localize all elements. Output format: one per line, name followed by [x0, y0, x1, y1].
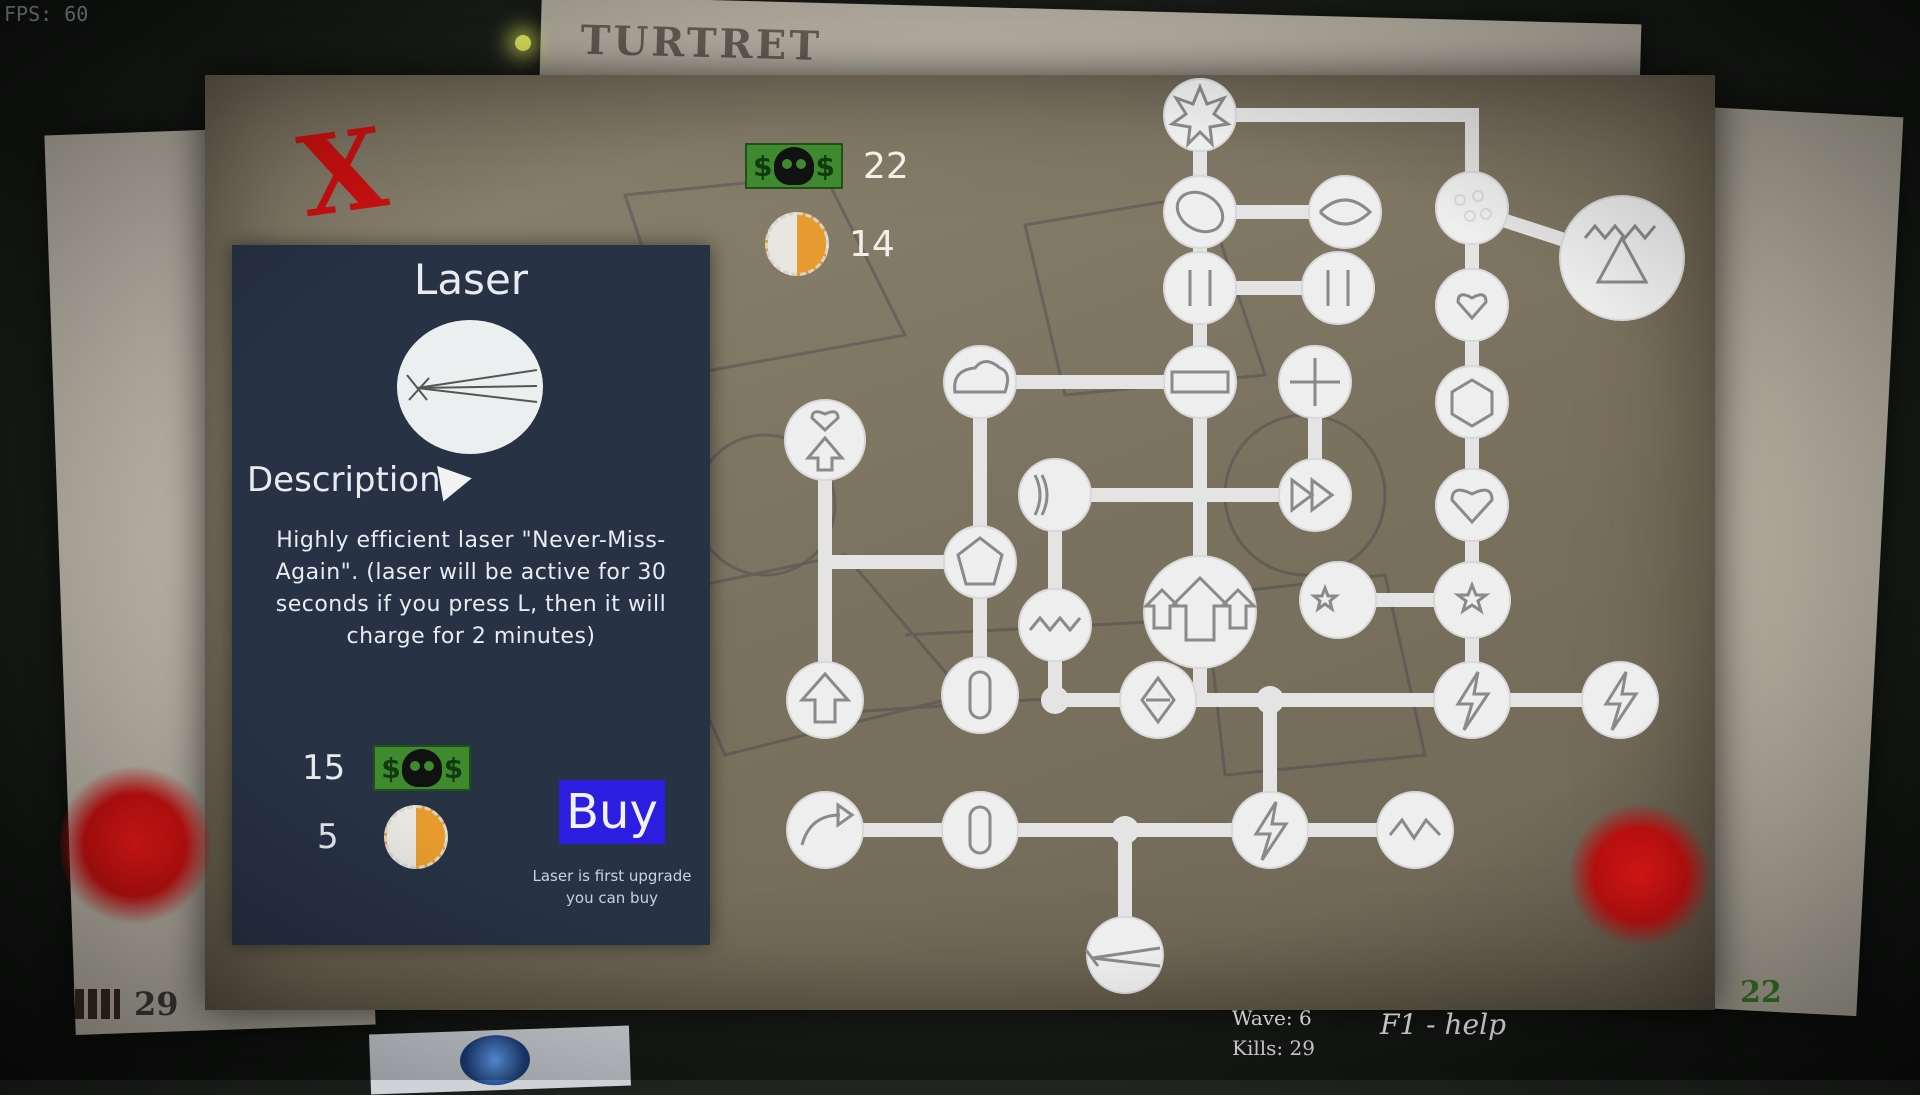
- brain-bulb-icon: [383, 805, 448, 869]
- skill-node-heart-stars[interactable]: [1435, 268, 1509, 342]
- money-value: 22: [863, 145, 909, 187]
- ammo-counter: 29: [75, 985, 179, 1023]
- skill-node-stars-cluster[interactable]: [1433, 561, 1511, 639]
- skill-node-stars-scatter[interactable]: [1299, 561, 1377, 639]
- kills-label: Kills: 29: [1232, 1036, 1315, 1060]
- skill-node-zigzag[interactable]: [1376, 791, 1454, 869]
- skill-node-turn-arrow[interactable]: [786, 791, 864, 869]
- cost-research-value: 5: [317, 817, 339, 857]
- skill-node-triple-arrows-up[interactable]: [1142, 555, 1258, 669]
- tree-junction: [1256, 686, 1284, 714]
- upgrade-title: Laser: [413, 255, 529, 304]
- fps-counter: FPS: 60: [4, 2, 89, 26]
- skill-node-pause-a[interactable]: [1163, 251, 1237, 325]
- skill-node-capsule-a[interactable]: [941, 656, 1019, 734]
- bullets-icon: [75, 989, 120, 1019]
- buy-note: Laser is first upgrade you can buy: [532, 867, 692, 907]
- cost-research: 5: [317, 805, 448, 869]
- help-hint: F1 - help: [1380, 1008, 1506, 1041]
- skill-node-lightning-a[interactable]: [1433, 661, 1511, 739]
- skill-node-stars-cloud[interactable]: [943, 345, 1017, 419]
- research-counter: 14: [765, 212, 895, 276]
- laser-icon: [397, 320, 543, 454]
- skill-node-eye-shield[interactable]: [1308, 175, 1382, 249]
- description-heading: Description: [247, 460, 441, 500]
- blood-splatter: [60, 760, 210, 930]
- money-icon: $$: [745, 143, 843, 189]
- skill-node-lightning-c[interactable]: [1231, 791, 1309, 869]
- skill-node-heart-hex[interactable]: [1435, 365, 1509, 439]
- cost-money: 15 $$: [302, 745, 472, 791]
- yellow-light: [515, 35, 531, 51]
- skill-node-arrow-up[interactable]: [786, 661, 864, 739]
- skill-node-mountain-waves[interactable]: [1018, 588, 1092, 662]
- skill-node-cross-plus[interactable]: [1278, 345, 1352, 419]
- right-counter: 22: [1740, 975, 1782, 1010]
- money-counter: $$ 22: [745, 143, 909, 189]
- skill-node-diamond-arrows[interactable]: [1119, 661, 1197, 739]
- skill-node-ball[interactable]: [1163, 175, 1237, 249]
- skill-node-triple-peak[interactable]: [1559, 195, 1685, 321]
- skill-node-laser[interactable]: [1084, 916, 1164, 994]
- research-value: 14: [849, 223, 895, 265]
- skill-node-heart-round[interactable]: [1435, 468, 1509, 542]
- brain-bulb-icon: [765, 212, 829, 276]
- ammo-value: 29: [134, 985, 179, 1023]
- skill-node-fast-forward[interactable]: [1278, 458, 1352, 532]
- skill-node-waves-stars[interactable]: [1018, 458, 1092, 532]
- skill-node-pause-b[interactable]: [1301, 251, 1375, 325]
- wave-label: Wave: 6: [1232, 1006, 1312, 1030]
- skill-node-explosion[interactable]: [1163, 78, 1237, 152]
- blue-glow: [459, 1033, 531, 1087]
- blood-splatter: [1570, 800, 1710, 950]
- money-icon: $$: [373, 745, 472, 791]
- tree-junction: [1041, 686, 1069, 714]
- wave-info: Wave: 6 Kills: 29: [1232, 1003, 1315, 1063]
- skill-node-heart-up[interactable]: [784, 399, 866, 481]
- buy-button[interactable]: Buy: [559, 780, 665, 844]
- bottom-card: [369, 1025, 631, 1095]
- skill-node-lightning-b[interactable]: [1581, 661, 1659, 739]
- tree-junction: [1111, 816, 1139, 844]
- description-text: Highly efficient laser "Never-Miss-Again…: [275, 528, 667, 649]
- upgrade-info-panel: Laser Description Highly efficient laser…: [232, 245, 710, 945]
- skill-node-barrel[interactable]: [1163, 345, 1237, 419]
- skill-node-cluster-dots[interactable]: [1435, 171, 1509, 245]
- skill-node-capsule-b[interactable]: [941, 791, 1019, 869]
- skill-node-heart-pentagon[interactable]: [943, 525, 1017, 599]
- cost-money-value: 15: [302, 748, 346, 788]
